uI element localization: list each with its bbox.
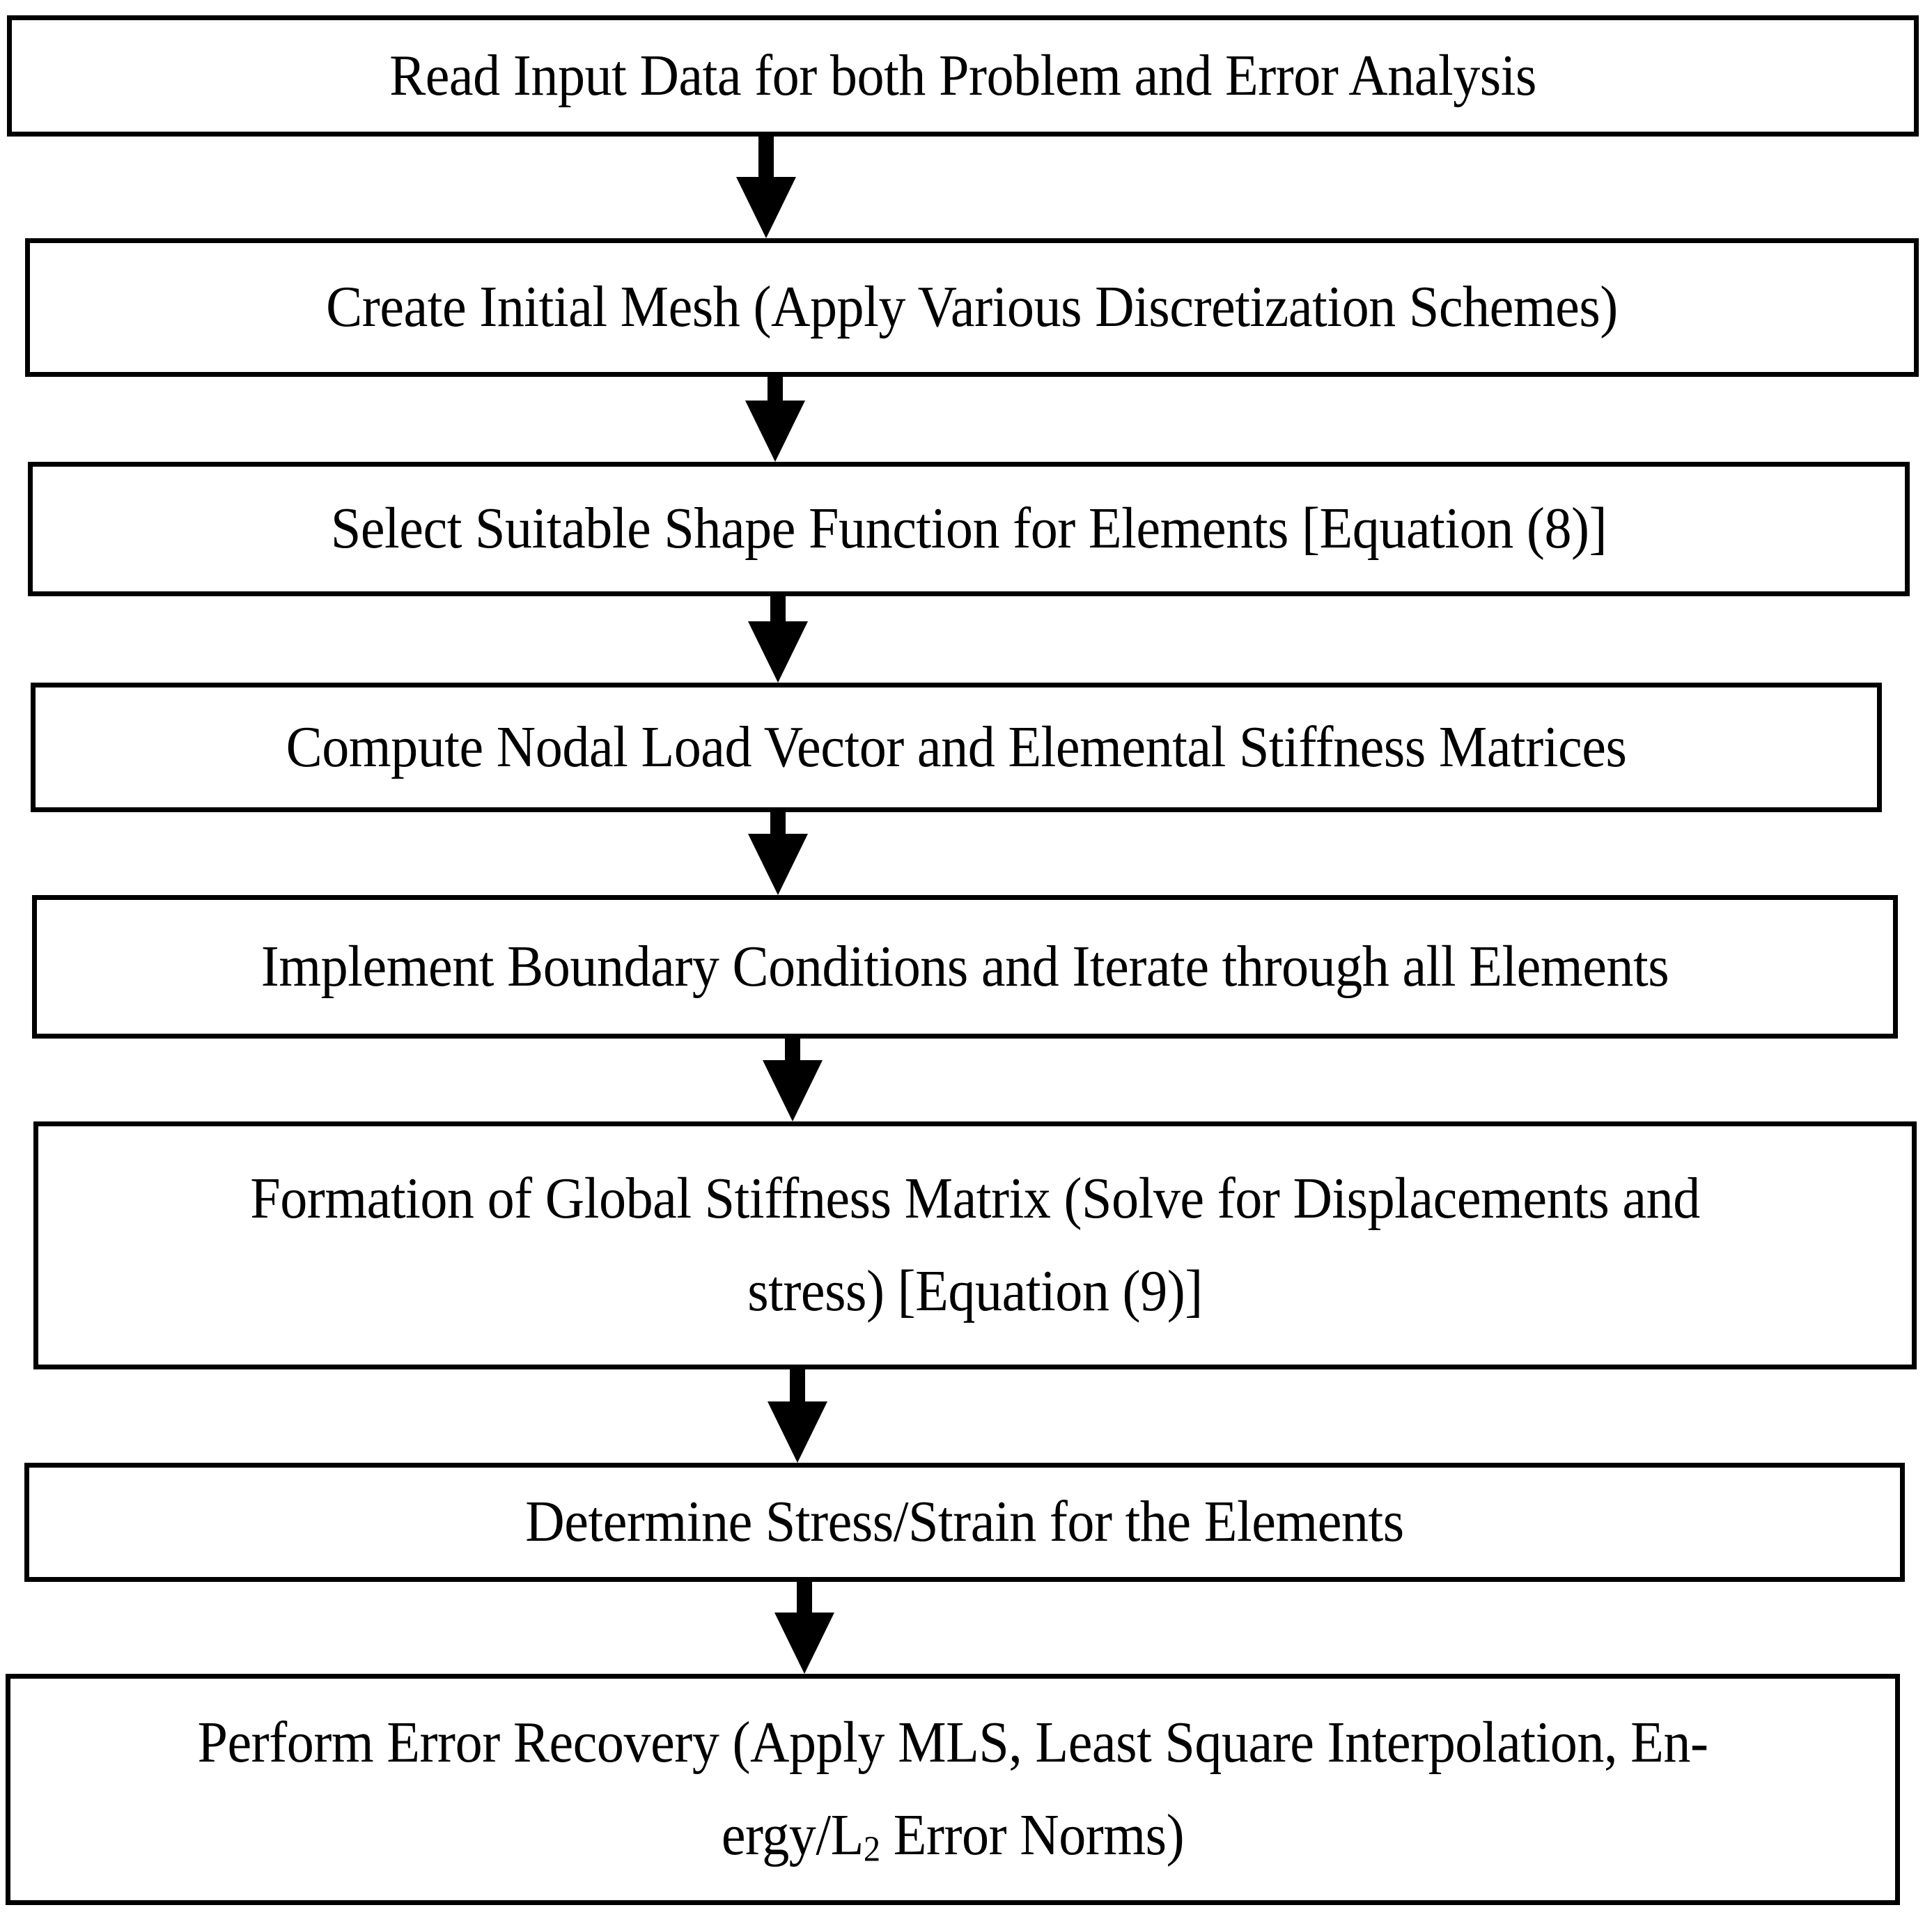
flow-node-2-label: Create Initial Mesh (Apply Various Discr… <box>326 274 1618 340</box>
down-arrow-icon-6 <box>764 1369 831 1463</box>
flow-node-5-label: Implement Boundary Conditions and Iterat… <box>260 933 1669 999</box>
down-arrow-icon-1 <box>733 137 800 238</box>
down-arrow-icon-2 <box>742 377 809 462</box>
flow-node-6[interactable]: Formation of Global Stiffness Matrix (So… <box>33 1121 1917 1369</box>
flow-node-6-label: Formation of Global Stiffness Matrix (So… <box>250 1166 1700 1323</box>
flow-node-3-label: Select Suitable Shape Function for Eleme… <box>330 496 1607 561</box>
flow-node-5[interactable]: Implement Boundary Conditions and Iterat… <box>32 895 1898 1039</box>
down-arrow-icon-7 <box>771 1582 838 1674</box>
flow-node-8-label: Perform Error Recovery (Apply MLS, Least… <box>197 1710 1708 1870</box>
flow-node-1-label: Read Input Data for both Problem and Err… <box>389 42 1536 108</box>
flow-node-4[interactable]: Compute Nodal Load Vector and Elemental … <box>31 683 1882 812</box>
flow-node-7[interactable]: Determine Stress/Strain for the Elements <box>24 1463 1905 1582</box>
down-arrow-icon-5 <box>759 1039 826 1121</box>
flow-node-8[interactable]: Perform Error Recovery (Apply MLS, Least… <box>6 1674 1900 1905</box>
down-arrow-icon-3 <box>745 596 811 683</box>
down-arrow-icon-4 <box>745 812 811 895</box>
flow-node-3[interactable]: Select Suitable Shape Function for Eleme… <box>28 462 1910 596</box>
flow-node-1[interactable]: Read Input Data for both Problem and Err… <box>7 15 1919 137</box>
flow-node-2[interactable]: Create Initial Mesh (Apply Various Discr… <box>25 238 1919 377</box>
flow-node-7-label: Determine Stress/Strain for the Elements <box>525 1489 1404 1555</box>
flow-node-4-label: Compute Nodal Load Vector and Elemental … <box>286 714 1627 779</box>
